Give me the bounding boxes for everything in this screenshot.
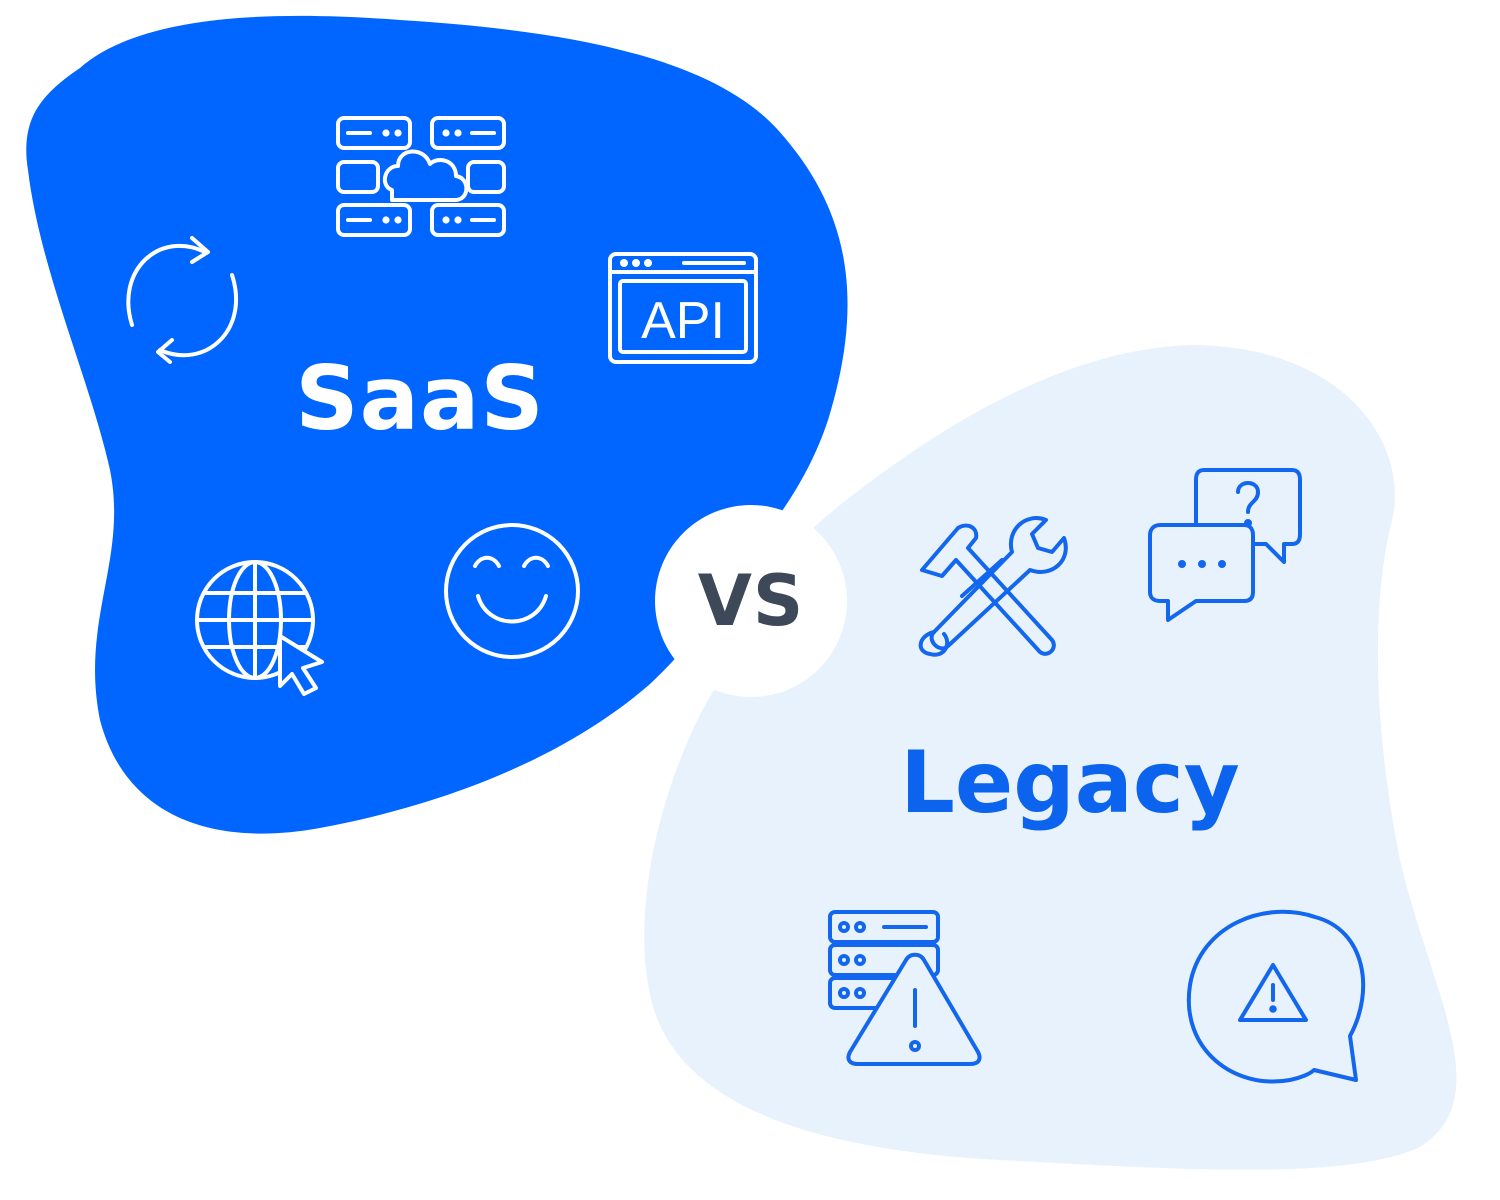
saas-blob — [26, 15, 848, 834]
vs-badge: VS — [655, 505, 847, 697]
api-label: API — [641, 292, 725, 350]
web-globe-cursor-icon — [195, 560, 324, 696]
server-warning-icon — [828, 910, 982, 1066]
tools-icon — [918, 516, 1068, 657]
alert-chat-icon — [1186, 909, 1366, 1084]
help-chat-icon — [1148, 468, 1302, 622]
smiley-face-icon — [444, 523, 580, 659]
api-window-icon — [608, 252, 758, 364]
saas-title: SaaS — [295, 347, 545, 450]
vs-label: VS — [697, 560, 805, 642]
legacy-title: Legacy — [900, 733, 1240, 833]
server-cloud-icon — [336, 116, 506, 237]
sync-icon — [126, 236, 239, 364]
